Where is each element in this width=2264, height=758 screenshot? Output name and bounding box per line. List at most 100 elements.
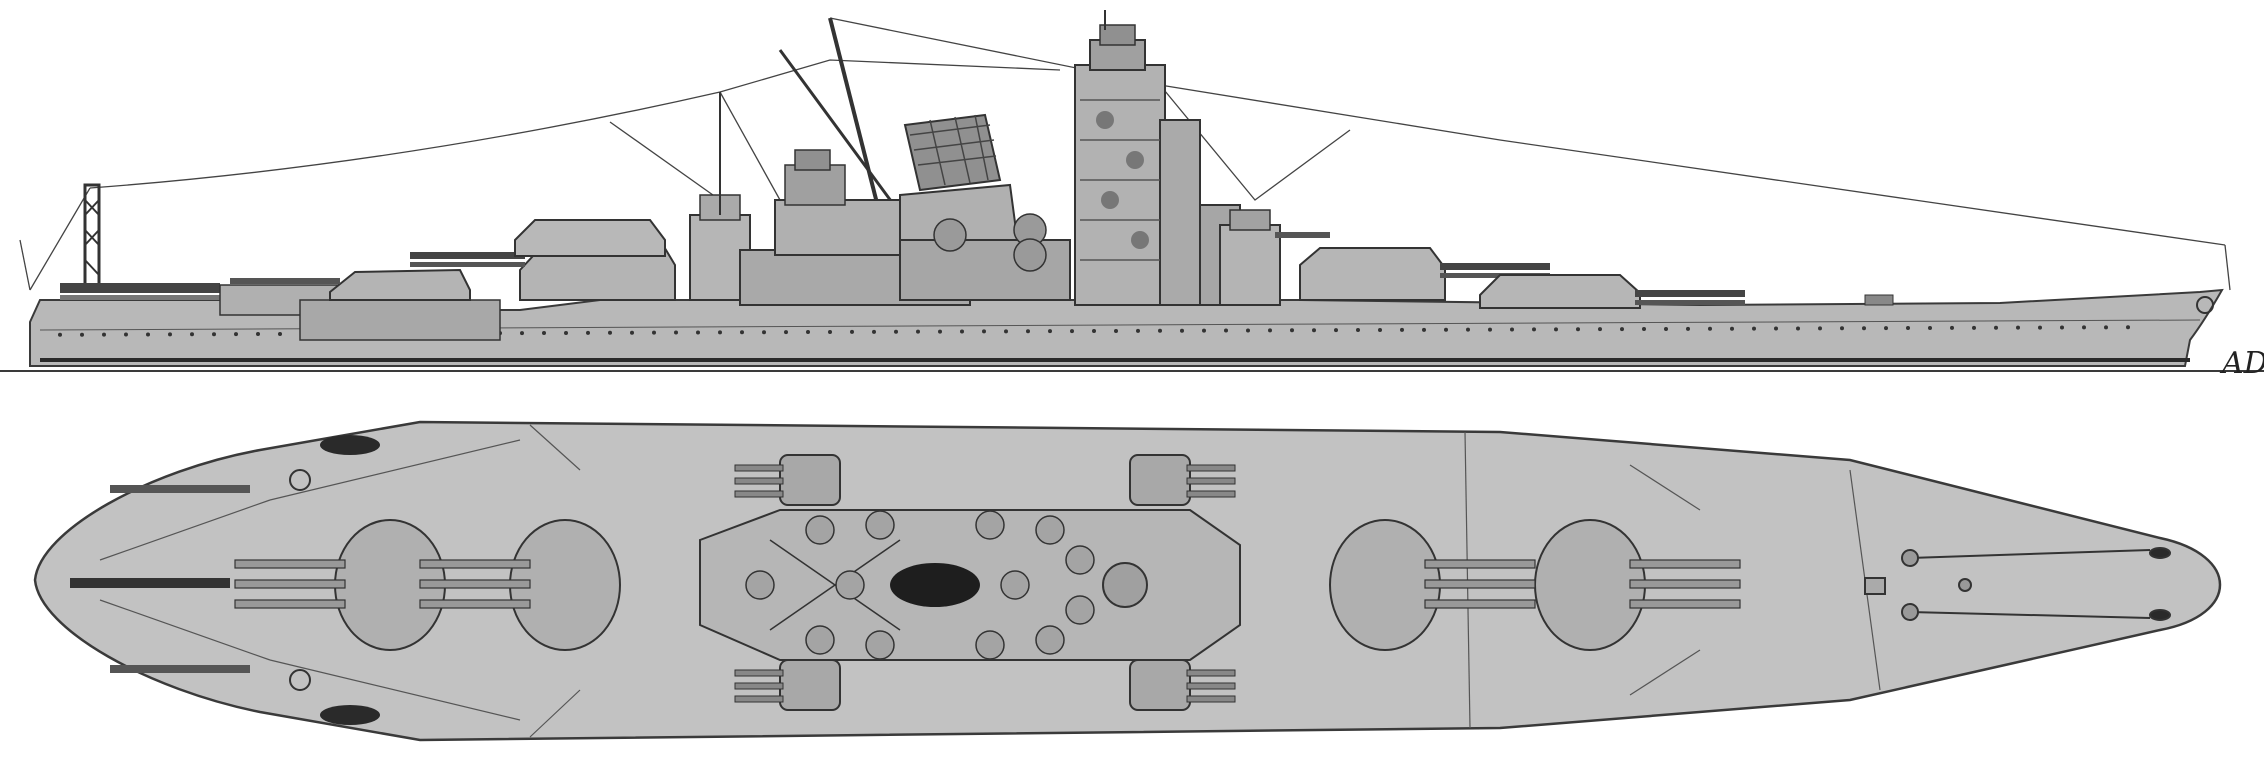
aircraft-crane [60,183,220,300]
porthole [278,331,282,336]
porthole [1466,327,1470,332]
porthole [1884,326,1888,331]
porthole [1774,326,1778,331]
plan-anchor-gear [1864,547,2171,621]
porthole [1400,327,1404,332]
porthole [586,330,590,335]
aa-mount [1065,545,1095,575]
porthole [520,331,524,336]
pagoda-tower [1074,10,1241,306]
porthole [212,332,216,337]
porthole [1488,327,1492,332]
aft-secondary-turret [230,268,471,301]
porthole [1180,328,1184,333]
porthole [542,331,546,336]
porthole [960,329,964,334]
aa-mount [805,515,835,545]
aa-mount [805,625,835,655]
mainmast [828,17,882,216]
porthole [564,330,568,335]
porthole [1752,326,1756,331]
porthole [652,330,656,335]
porthole [1092,329,1096,334]
porthole [190,332,194,337]
porthole [806,330,810,335]
aa-mount [975,630,1005,660]
porthole [1444,327,1448,332]
porthole [1290,328,1294,333]
aa-mount [1035,625,1065,655]
stern-superstructure [299,299,501,341]
porthole [1510,327,1514,332]
artist-signature: AD [2222,346,2264,381]
porthole [2104,325,2108,330]
porthole [1730,326,1734,331]
porthole [1268,328,1272,333]
side-profile-view [0,10,2264,372]
porthole [168,332,172,337]
porthole [916,329,920,334]
porthole [1862,326,1866,331]
porthole [872,329,876,334]
porthole [828,329,832,334]
bow-capstan [1864,294,1894,306]
porthole [102,332,106,337]
mainmast-derrick [778,49,907,221]
porthole [1818,326,1822,331]
stern-catapults [70,435,380,725]
aa-mount [745,570,775,600]
porthole [1598,327,1602,332]
porthole [762,330,766,335]
aa-mount [865,510,895,540]
aa-mount [1035,515,1065,545]
porthole [256,332,260,337]
porthole [1070,329,1074,334]
porthole [1708,326,1712,331]
porthole [1532,327,1536,332]
plan-superstructure [699,509,1241,661]
aa-mount [865,630,895,660]
porthole [124,332,128,337]
aft-superfiring-turret [514,219,666,257]
porthole [1796,326,1800,331]
hawse-pipe [2196,296,2214,314]
porthole [1994,325,1998,330]
plan-main-turrets [334,519,1646,651]
porthole [1004,329,1008,334]
porthole [1950,325,1954,330]
porthole [146,332,150,337]
porthole [1906,326,1910,331]
porthole [1928,325,1932,330]
porthole [674,330,678,335]
porthole [850,329,854,334]
porthole [1246,328,1250,333]
porthole [982,329,986,334]
forward-superstructure [1219,209,1330,306]
plan-main-gun-barrels [234,559,1741,609]
porthole [1576,327,1580,332]
porthole [58,332,62,337]
porthole [1114,328,1118,333]
plan-funnel-opening [890,563,980,607]
forward-main-turret [1479,274,1745,309]
porthole [630,330,634,335]
porthole [1378,327,1382,332]
aa-mount [1000,570,1030,600]
plan-aa-mounts [745,510,1095,660]
porthole [1136,328,1140,333]
porthole [718,330,722,335]
porthole [1840,326,1844,331]
porthole [784,330,788,335]
aa-mount [1065,595,1095,625]
porthole [1642,327,1646,332]
top-plan-view [33,420,2221,742]
porthole [1202,328,1206,333]
porthole [234,332,238,337]
porthole [1554,327,1558,332]
porthole [894,329,898,334]
aa-mount [835,570,865,600]
porthole [2016,325,2020,330]
porthole [1686,326,1690,331]
forward-superfiring-turret [1299,247,1550,301]
